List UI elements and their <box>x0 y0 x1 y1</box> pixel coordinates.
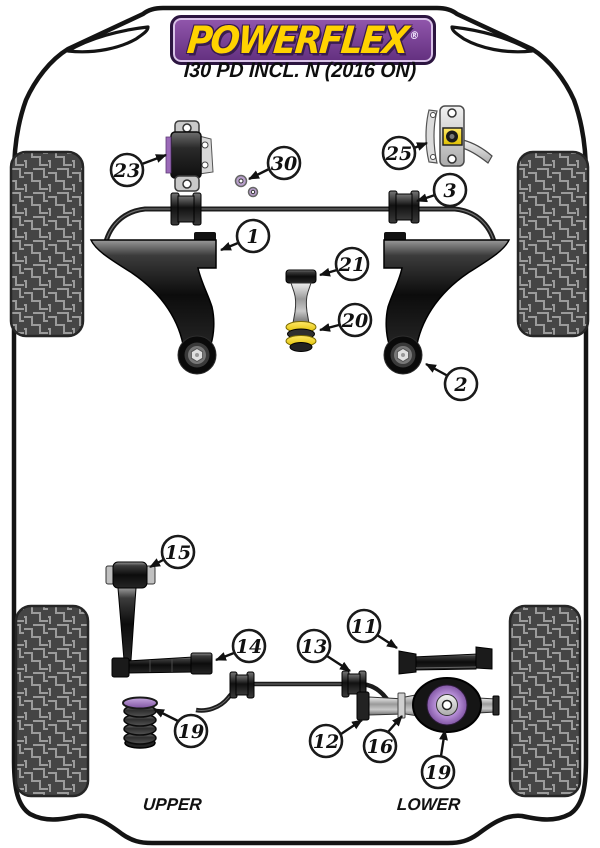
callout-12: 12 <box>308 723 344 759</box>
callout-15-number: 15 <box>165 542 191 564</box>
callout-20: 20 <box>337 302 373 338</box>
callout-25-number: 25 <box>385 143 412 165</box>
arrow-25 <box>413 141 428 151</box>
arrow-21 <box>319 267 338 277</box>
tire-rear-left <box>14 604 90 798</box>
callout-19-left: 19 <box>173 713 209 749</box>
arrow-23 <box>141 153 167 166</box>
callout-13-number: 13 <box>301 636 327 658</box>
label-upper: UPPER <box>142 795 203 814</box>
front-anti-roll-bar <box>101 206 499 253</box>
dogbone-mount <box>285 269 317 352</box>
registered-mark: ® <box>408 30 420 43</box>
arrow-11 <box>376 633 398 650</box>
rear-lower-arm <box>111 652 213 678</box>
arrow-1 <box>220 241 239 252</box>
mount-washers <box>234 174 259 198</box>
callout-25: 25 <box>381 135 417 171</box>
callout-2-number: 2 <box>453 374 467 396</box>
callout-19-right: 19 <box>420 754 456 790</box>
engine-mount <box>165 120 214 192</box>
callout-30-number: 30 <box>271 153 297 175</box>
axle-beam-bushing <box>426 684 468 726</box>
callout-21: 21 <box>334 246 370 282</box>
arrow-19-right <box>439 729 448 757</box>
callout-14: 14 <box>231 628 267 664</box>
coil-spring <box>122 696 158 749</box>
callout-11: 11 <box>346 608 382 644</box>
callout-11-number: 11 <box>351 616 377 638</box>
callout-1-number: 1 <box>246 226 259 248</box>
callout-1: 1 <box>235 218 271 254</box>
arrow-15 <box>149 558 164 569</box>
front-arb-bushing-left <box>170 192 202 226</box>
callout-16: 16 <box>362 728 398 764</box>
callout-23: 23 <box>109 152 145 188</box>
rear-upper-arm <box>398 646 493 675</box>
headlight-left-icon <box>66 25 150 54</box>
car-body-outline <box>11 5 589 846</box>
tire-rear-right <box>508 604 582 798</box>
spring-isolator <box>122 696 158 710</box>
model-title: I30 PD INCL. N (2016 ON) <box>183 59 417 82</box>
label-lower: LOWER <box>396 795 461 814</box>
tire-front-left <box>9 150 85 338</box>
callout-3-number: 3 <box>443 180 456 202</box>
callouts: 23 30 25 3 1 21 20 2 <box>109 135 479 790</box>
brand-logo: POWERFLEX® <box>170 15 436 65</box>
callout-16-number: 16 <box>367 736 393 758</box>
callout-30: 30 <box>266 145 302 181</box>
upper-engine-mount <box>425 105 493 167</box>
callout-23-number: 23 <box>113 160 140 182</box>
front-arb-bushing-right <box>388 190 420 224</box>
control-arm-left <box>89 232 217 375</box>
callout-20-number: 20 <box>341 310 368 332</box>
callout-19-left-number: 19 <box>178 721 204 743</box>
callout-2: 2 <box>443 366 479 402</box>
callout-12-number: 12 <box>313 731 339 753</box>
arrow-12 <box>340 719 363 735</box>
arrow-30 <box>248 167 270 181</box>
callout-19-right-number: 19 <box>425 762 451 784</box>
rear-trailing-link <box>105 561 156 661</box>
callout-21-number: 21 <box>338 254 365 276</box>
brand-logo-text: POWERFLEX® <box>185 17 420 63</box>
callout-3: 3 <box>432 172 468 208</box>
headlight-right-icon <box>450 25 534 54</box>
arrow-13 <box>326 654 351 673</box>
tire-front-right <box>516 150 590 338</box>
arrow-2 <box>425 362 449 378</box>
arrow-3 <box>416 193 436 203</box>
arrow-19-left <box>153 707 179 723</box>
arrow-16 <box>387 715 403 733</box>
callout-13: 13 <box>296 628 332 664</box>
callout-arrows <box>141 141 449 757</box>
arrow-20 <box>319 323 340 332</box>
rear-axle-beam <box>356 677 500 733</box>
callout-15: 15 <box>160 534 196 570</box>
rear-arb-bushing-left <box>229 671 255 699</box>
callout-14-number: 14 <box>236 636 262 658</box>
rear-arb-bushing-right <box>341 670 367 698</box>
arrow-14 <box>215 651 235 662</box>
